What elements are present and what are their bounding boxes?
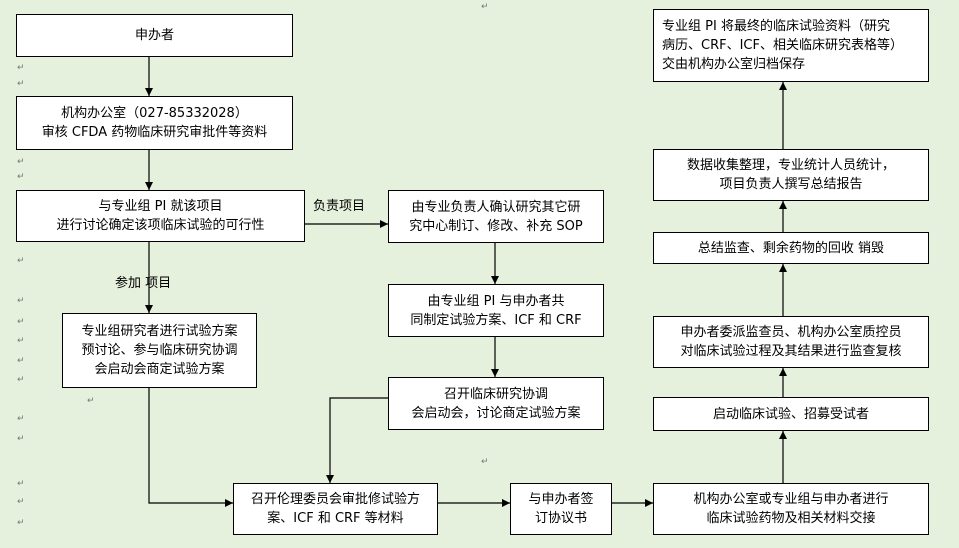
box-text: 机构办公室（027-85332028） [61, 106, 248, 121]
archive-box: 专业组 PI 将最终的临床试验资料（研究 病历、CRF、ICF、相关临床研究表格… [653, 9, 929, 82]
confirm-sop-box: 由专业负责人确认研究其它研 究中心制订、修改、补充 SOP [388, 190, 604, 243]
paragraph-mark: ↵ [17, 336, 25, 346]
box-text: 由专业组 PI 与申办者共 [427, 293, 565, 309]
box-text: 案、ICF 和 CRF 等材料 [267, 511, 404, 526]
box-text: 同制定试验方案、ICF 和 CRF [410, 312, 582, 328]
box-text: 专业组研究者进行试验方案 [81, 324, 238, 339]
box-text: 预讨论、参与临床研究协调 [81, 343, 238, 358]
box-text: 交由机构办公室归档保存 [662, 57, 806, 72]
box-text: 会启动会，讨论商定试验方案 [411, 405, 581, 421]
box-text: 究中心制订、修改、补充 SOP [409, 218, 583, 234]
drug-handover-box: 机构办公室或专业组与申办者进行 临床试验药物及相关材料交接 [653, 483, 929, 535]
data-collection-box: 数据收集整理，专业统计人员统计， 项目负责人撰写总结报告 [653, 149, 929, 201]
box-text: 进行讨论确定该项临床试验的可行性 [56, 218, 265, 233]
paragraph-mark: ↵ [17, 356, 25, 366]
paragraph-mark: ↵ [17, 479, 25, 489]
arrow-prediscussion-to-ethics [148, 388, 233, 507]
paragraph-mark: ↵ [17, 296, 25, 306]
box-text: 由专业负责人确认研究其它研 [411, 199, 581, 215]
office-review-box: 机构办公室（027-85332028） 审核 CFDA 药物临床研究审批件等资料 [16, 96, 293, 150]
box-text: 病历、CRF、ICF、相关临床研究表格等） [662, 38, 903, 53]
ethics-committee-box: 召开伦理委员会审批修试验方 案、ICF 和 CRF 等材料 [233, 483, 438, 535]
paragraph-mark: ↵ [17, 414, 25, 424]
paragraph-mark: ↵ [17, 256, 25, 266]
box-text: 专业组 PI 将最终的临床试验资料（研究 [662, 19, 890, 34]
box-text: 启动临床试验、招募受试者 [712, 406, 869, 422]
paragraph-mark: ↵ [17, 79, 25, 89]
box-text: 申办者委派监查员、机构办公室质控员 [680, 325, 902, 340]
cosign-protocol-box: 由专业组 PI 与申办者共 同制定试验方案、ICF 和 CRF [388, 284, 604, 337]
paragraph-mark: ↵ [481, 457, 489, 467]
box-text: 与专业组 PI 就该项目 [98, 199, 223, 214]
box-text: 召开临床研究协调 [443, 386, 548, 402]
box-text: 申办者 [134, 28, 174, 43]
summary-monitoring-box: 总结监查、剩余药物的回收 销毁 [653, 232, 929, 264]
box-text: 数据收集整理，专业统计人员统计， [686, 158, 895, 173]
protocol-prediscussion-box: 专业组研究者进行试验方案 预讨论、参与临床研究协调 会启动会商定试验方案 [62, 313, 257, 388]
label-participate-project: 参加 项目 [115, 276, 172, 291]
coordination-meeting-box: 召开临床研究协调 会启动会，讨论商定试验方案 [388, 377, 604, 430]
box-text: 总结监查、剩余药物的回收 销毁 [697, 240, 885, 256]
paragraph-mark: ↵ [17, 375, 25, 385]
paragraph-mark: ↵ [87, 396, 95, 406]
sign-agreement-box: 与申办者签 订协议书 [510, 483, 612, 535]
box-text: 召开伦理委员会审批修试验方 [250, 492, 420, 507]
discuss-feasibility-box: 与专业组 PI 就该项目 进行讨论确定该项临床试验的可行性 [16, 190, 305, 242]
arrow-meeting-to-ethics [326, 397, 388, 483]
box-text: 订协议书 [534, 511, 587, 526]
box-text: 会启动会商定试验方案 [94, 362, 225, 377]
paragraph-mark: ↵ [17, 157, 25, 167]
paragraph-mark: ↵ [17, 497, 25, 507]
sponsor-box: 申办者 [16, 14, 293, 57]
box-text: 与申办者签 [528, 492, 594, 507]
box-text: 机构办公室或专业组与申办者进行 [693, 492, 889, 507]
paragraph-mark: ↵ [481, 2, 489, 12]
box-text: 项目负责人撰写总结报告 [719, 177, 863, 192]
box-text: 审核 CFDA 药物临床研究审批件等资料 [41, 125, 268, 140]
paragraph-mark: ↵ [17, 434, 25, 444]
paragraph-mark: ↵ [17, 317, 25, 327]
label-responsible-project: 负责项目 [313, 199, 366, 214]
monitoring-box: 申办者委派监查员、机构办公室质控员 对临床试验过程及其结果进行监查复核 [653, 316, 929, 368]
box-text: 临床试验药物及相关材料交接 [706, 511, 876, 526]
start-trial-box: 启动临床试验、招募受试者 [653, 397, 929, 431]
paragraph-mark: ↵ [17, 172, 25, 182]
paragraph-mark: ↵ [17, 63, 25, 73]
box-text: 对临床试验过程及其结果进行监查复核 [680, 344, 902, 359]
paragraph-mark: ↵ [17, 518, 25, 528]
